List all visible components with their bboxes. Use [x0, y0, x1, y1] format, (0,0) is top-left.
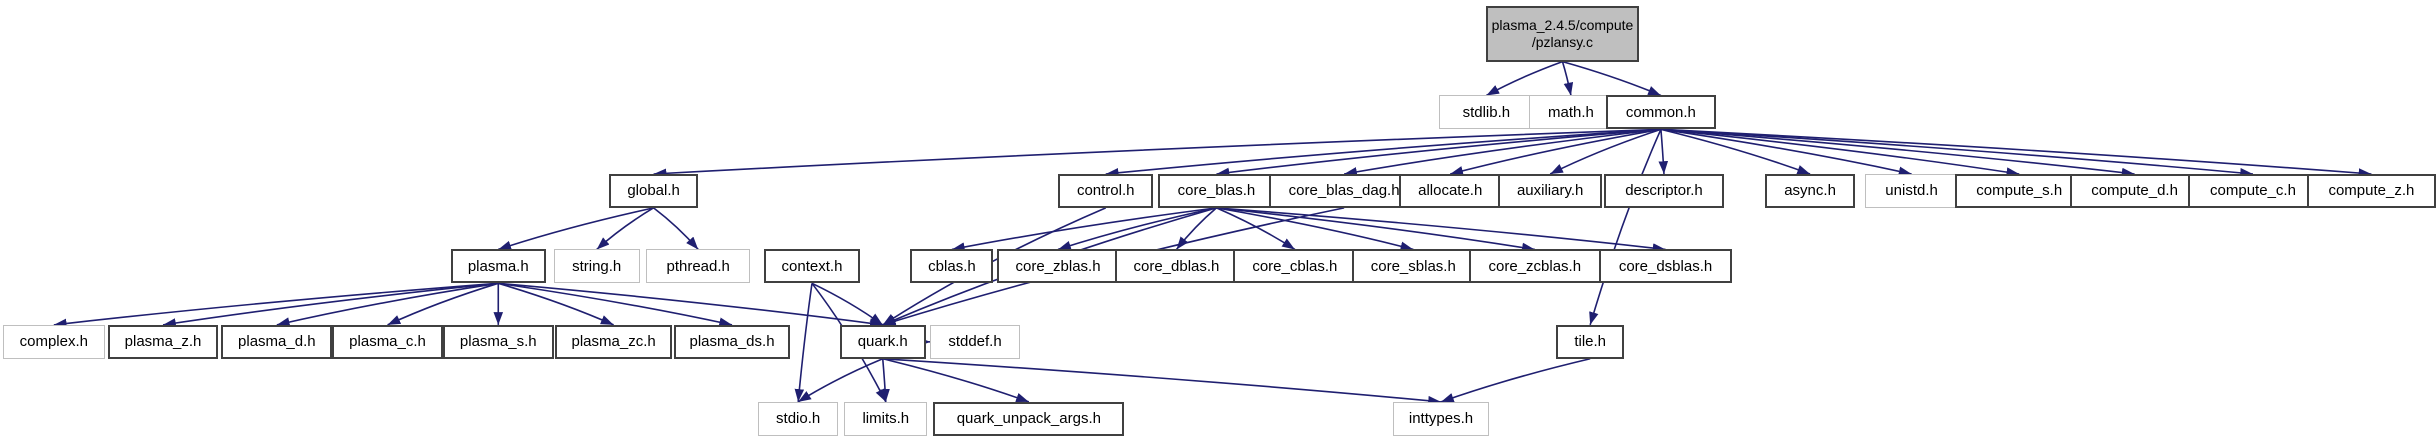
- graph-edge-plasma-to-plasma_c: [387, 282, 499, 326]
- graph-edge-context-to-stdio: [794, 283, 813, 402]
- graph-edge-core_blas-to-core_sblas: [1216, 207, 1414, 251]
- graph-node-compute_s[interactable]: compute_s.h: [1954, 173, 2084, 208]
- graph-edge-root-to-stdlib: [1485, 60, 1563, 97]
- graph-edge-core_blas-to-core_dblas: [1175, 207, 1217, 250]
- graph-edge-global-to-pthread: [653, 207, 699, 250]
- graph-edge-root-to-common: [1562, 60, 1662, 97]
- graph-edge-quark-to-stdio: [797, 358, 884, 403]
- graph-edge-tile-to-inttypes: [1440, 357, 1591, 403]
- graph-edge-context-to-quark: [811, 282, 884, 326]
- graph-edge-common-to-compute_s: [1660, 128, 2020, 177]
- graph-node-core_dblas[interactable]: core_dblas.h: [1114, 249, 1238, 284]
- graph-edge-common-to-unistd: [1660, 128, 1912, 176]
- graph-edge-quark-to-quark_unpack_args: [882, 357, 1030, 403]
- graph-edge-common-to-compute_z: [1660, 128, 2372, 178]
- graph-node-cblas[interactable]: cblas.h: [910, 249, 994, 284]
- graph-edge-common-to-core_blas_dag: [1343, 128, 1662, 177]
- graph-node-stdio[interactable]: stdio.h: [758, 401, 839, 436]
- graph-node-descriptor[interactable]: descriptor.h: [1604, 173, 1724, 208]
- graph-node-plasma_z[interactable]: plasma_z.h: [107, 324, 219, 359]
- graph-node-async[interactable]: async.h: [1765, 173, 1855, 208]
- graph-node-compute_c[interactable]: compute_c.h: [2188, 173, 2318, 208]
- graph-edge-global-to-plasma: [498, 207, 654, 251]
- graph-node-compute_d[interactable]: compute_d.h: [2069, 173, 2200, 208]
- graph-node-auxiliary[interactable]: auxiliary.h: [1497, 173, 1603, 208]
- graph-edge-core_blas-to-core_dsblas: [1216, 207, 1666, 253]
- graph-node-complex[interactable]: complex.h: [3, 324, 105, 359]
- graph-edge-common-to-allocate: [1450, 128, 1662, 176]
- graph-node-global[interactable]: global.h: [609, 173, 699, 208]
- graph-edge-plasma-to-complex: [53, 282, 499, 329]
- graph-edge-core_blas-to-cblas: [951, 207, 1217, 252]
- graph-node-core_cblas[interactable]: core_cblas.h: [1233, 249, 1357, 284]
- graph-edge-common-to-core_blas: [1216, 128, 1661, 178]
- graph-node-compute_z[interactable]: compute_z.h: [2306, 173, 2436, 208]
- graph-node-plasma_c[interactable]: plasma_c.h: [332, 324, 443, 359]
- graph-node-plasma[interactable]: plasma.h: [450, 249, 546, 284]
- graph-edge-plasma-to-plasma_d: [276, 282, 499, 327]
- graph-node-core_blas[interactable]: core_blas.h: [1158, 173, 1275, 208]
- graph-node-core_zcblas[interactable]: core_zcblas.h: [1468, 249, 1601, 284]
- graph-edge-common-to-global: [653, 128, 1661, 179]
- graph-node-core_sblas[interactable]: core_sblas.h: [1351, 249, 1475, 284]
- graph-edge-global-to-string: [596, 207, 655, 251]
- graph-edges: [53, 60, 2372, 406]
- graph-edge-common-to-descriptor: [1658, 129, 1669, 175]
- graph-node-common[interactable]: common.h: [1605, 95, 1717, 130]
- graph-node-limits[interactable]: limits.h: [844, 401, 928, 436]
- graph-node-tile[interactable]: tile.h: [1556, 324, 1624, 359]
- graph-edge-plasma-to-quark: [498, 282, 883, 328]
- graph-node-stdlib[interactable]: stdlib.h: [1439, 95, 1534, 130]
- graph-node-plasma_zc[interactable]: plasma_zc.h: [555, 324, 673, 359]
- graph-edge-common-to-async: [1660, 128, 1811, 175]
- graph-node-string[interactable]: string.h: [553, 249, 640, 284]
- graph-node-quark_unpack_args[interactable]: quark_unpack_args.h: [933, 401, 1125, 436]
- graph-edge-plasma-to-plasma_ds: [498, 282, 733, 327]
- graph-node-unistd[interactable]: unistd.h: [1865, 173, 1958, 208]
- graph-node-quark[interactable]: quark.h: [839, 324, 926, 359]
- graph-node-pthread[interactable]: pthread.h: [645, 249, 751, 284]
- graph-node-control[interactable]: control.h: [1058, 173, 1154, 208]
- graph-node-core_zblas[interactable]: core_zblas.h: [996, 249, 1120, 284]
- graph-edge-core_blas-to-core_zblas: [1057, 207, 1217, 251]
- graph-node-core_dsblas[interactable]: core_dsblas.h: [1599, 249, 1732, 284]
- graph-edge-root-to-math: [1561, 61, 1574, 96]
- graph-node-math[interactable]: math.h: [1528, 95, 1614, 130]
- graph-node-plasma_d[interactable]: plasma_d.h: [221, 324, 333, 359]
- graph-edge-quark-to-limits: [880, 358, 890, 402]
- graph-node-inttypes[interactable]: inttypes.h: [1393, 401, 1489, 436]
- graph-edge-common-to-compute_d: [1660, 128, 2135, 178]
- graph-edge-common-to-tile: [1589, 129, 1662, 326]
- graph-edge-quark-to-inttypes: [882, 357, 1442, 406]
- graph-node-context[interactable]: context.h: [764, 249, 860, 284]
- graph-edge-core_blas-to-core_zcblas: [1216, 207, 1535, 253]
- graph-edge-common-to-compute_c: [1660, 128, 2254, 178]
- graph-edge-plasma-to-plasma_zc: [498, 282, 614, 326]
- graph-edge-common-to-control: [1105, 128, 1661, 178]
- graph-edge-plasma-to-plasma_z: [162, 282, 499, 328]
- graph-node-plasma_ds[interactable]: plasma_ds.h: [673, 324, 791, 359]
- graph-node-root[interactable]: plasma_2.4.5/compute /pzlansy.c: [1485, 6, 1640, 62]
- graph-node-stddef[interactable]: stddef.h: [930, 324, 1020, 359]
- graph-edge-core_blas-to-core_cblas: [1216, 207, 1296, 251]
- graph-node-core_blas_dag[interactable]: core_blas_dag.h: [1268, 173, 1420, 208]
- graph-edge-common-to-auxiliary: [1549, 128, 1662, 175]
- graph-node-plasma_s[interactable]: plasma_s.h: [442, 324, 554, 359]
- graph-node-allocate[interactable]: allocate.h: [1399, 173, 1501, 208]
